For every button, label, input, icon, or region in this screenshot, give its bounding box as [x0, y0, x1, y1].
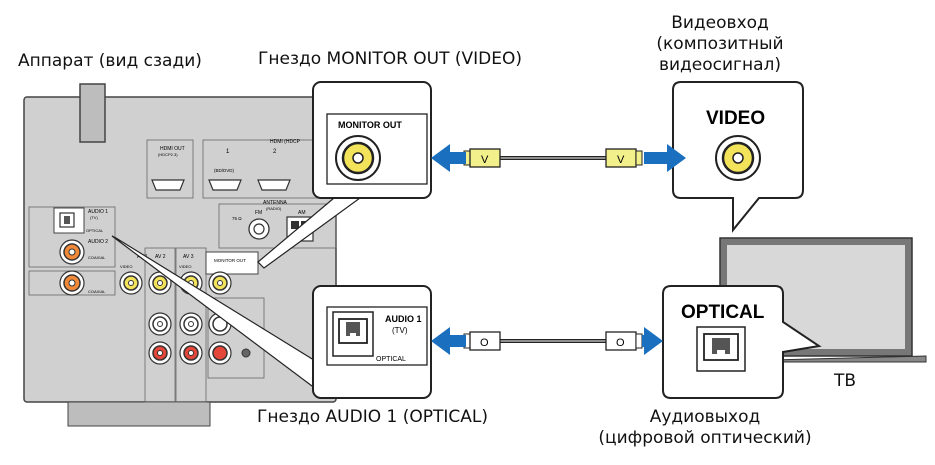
svg-text:75 Ω: 75 Ω: [232, 216, 242, 221]
svg-text:AUDIO 1: AUDIO 1: [385, 314, 422, 324]
svg-text:1: 1: [226, 149, 230, 155]
monitor-out-jack-label: Гнездо MONITOR OUT (VIDEO): [258, 49, 523, 69]
video-plug-left: [469, 148, 501, 168]
svg-text:AUDIO 2: AUDIO 2: [88, 239, 108, 245]
optical-cable: O O: [431, 327, 663, 355]
svg-text:AV 3: AV 3: [183, 254, 194, 260]
svg-text:OPTICAL: OPTICAL: [86, 228, 104, 233]
svg-text:OPTICAL: OPTICAL: [376, 356, 406, 363]
hdmi-in-2-port: [257, 179, 291, 191]
audio1-jack-label: Гнездо AUDIO 1 (OPTICAL): [257, 407, 488, 427]
svg-text:V: V: [481, 154, 489, 166]
monitor-out-callout: MONITOR OUT: [312, 81, 432, 199]
svg-text:AV 2: AV 2: [155, 254, 166, 260]
svg-text:O: O: [616, 337, 625, 349]
svg-text:MONITOR OUT: MONITOR OUT: [214, 258, 246, 263]
power-cord-stub: [79, 83, 106, 143]
hdmi-out-port: [151, 179, 185, 191]
svg-text:(BD/DVD): (BD/DVD): [214, 168, 235, 173]
svg-text:(TV): (TV): [90, 215, 98, 220]
audio-output-label-2: (цифровой оптический): [598, 428, 812, 448]
svg-text:VIDEO: VIDEO: [706, 108, 765, 129]
panel-foot: [67, 401, 211, 427]
svg-text:2: 2: [273, 149, 277, 155]
svg-text:VIDEO: VIDEO: [179, 264, 191, 269]
video-input-label-3: видеосигнал): [658, 55, 782, 75]
svg-text:VIDEO: VIDEO: [120, 264, 132, 269]
optical-plug-left: [469, 331, 501, 351]
svg-text:OPTICAL: OPTICAL: [681, 302, 765, 323]
svg-text:(HDCP2.3): (HDCP2.3): [158, 152, 178, 157]
tv-label: ТВ: [834, 371, 857, 391]
audio1-callout: AUDIO 1 (TV) OPTICAL: [312, 285, 432, 399]
svg-text:HDMI OUT: HDMI OUT: [160, 146, 185, 152]
svg-text:MONITOR OUT: MONITOR OUT: [338, 120, 402, 130]
video-arrow-right: [644, 144, 686, 172]
video-in-callout: VIDEO: [672, 81, 804, 233]
svg-text:AM: AM: [298, 210, 306, 216]
receiver-back-panel: HDMI OUT (HDCP2.3) HDMI (HDCP 1 2 (BD/DV…: [23, 83, 337, 427]
svg-text:V: V: [617, 154, 625, 166]
svg-text:ANTENNA: ANTENNA: [263, 200, 288, 206]
svg-text:AUDIO 1: AUDIO 1: [88, 209, 108, 215]
svg-text:O: O: [480, 337, 489, 349]
svg-text:FM: FM: [255, 210, 262, 216]
svg-text:(TV): (TV): [392, 326, 408, 335]
svg-text:(RADIO): (RADIO): [266, 206, 282, 211]
video-cable: V V: [431, 144, 686, 172]
optical-out-callout: OPTICAL: [662, 285, 822, 399]
unit-rear-label: Аппарат (вид сзади): [18, 51, 202, 71]
panel-monitor-out-highlight: [205, 251, 259, 275]
optical-arrow-left: [431, 327, 466, 355]
audio-output-label-1: Аудиовыход: [649, 407, 761, 427]
svg-text:COAXIAL: COAXIAL: [88, 255, 106, 260]
video-input-label-2: (композитный: [656, 34, 784, 54]
svg-text:COAXIAL: COAXIAL: [88, 289, 106, 294]
optical-arrow-right: [642, 327, 663, 355]
hdmi-in-1-port: [208, 179, 242, 191]
svg-text:HDMI (HDCP: HDMI (HDCP: [270, 139, 301, 145]
video-input-label-1: Видеовход: [671, 13, 769, 33]
video-arrow-left: [431, 144, 466, 172]
